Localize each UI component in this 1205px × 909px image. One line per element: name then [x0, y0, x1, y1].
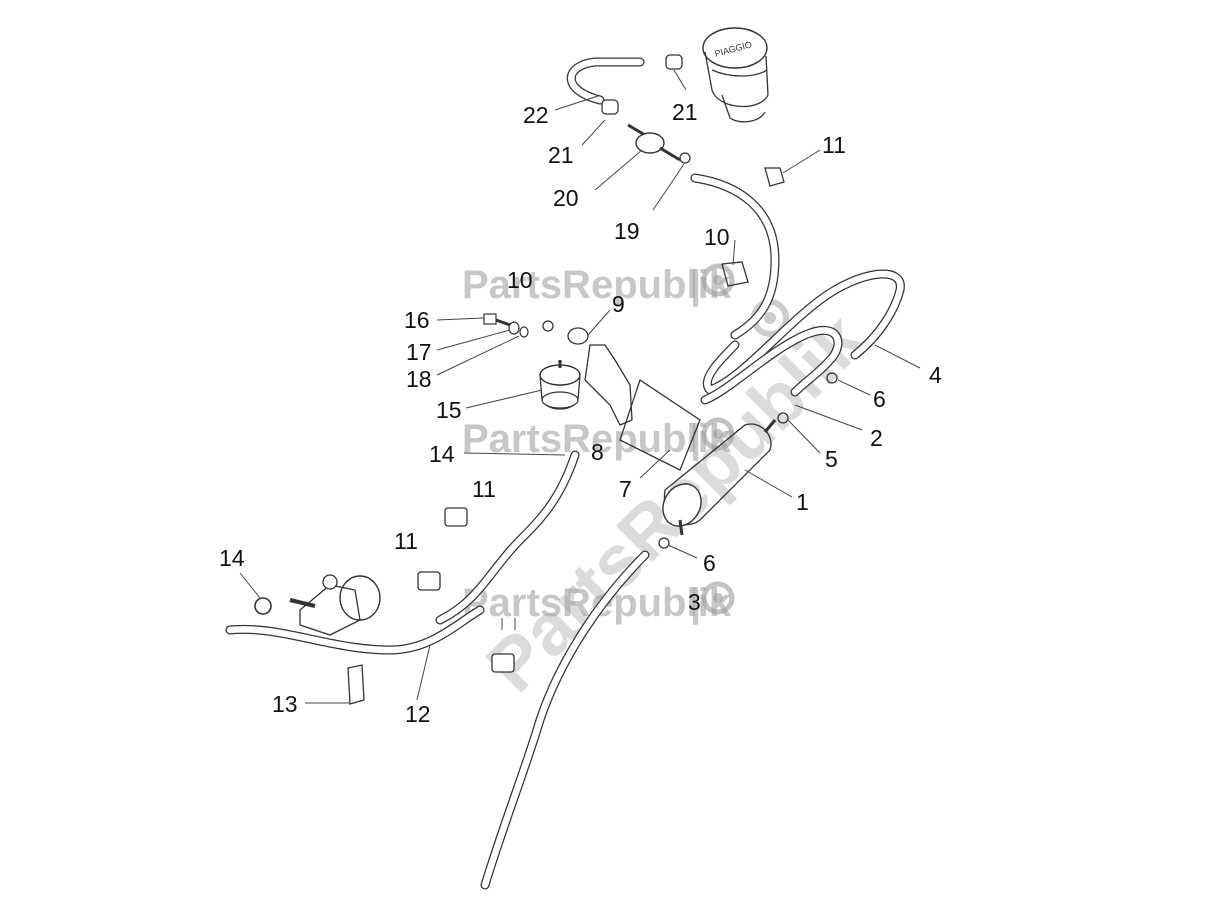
watermark-top-text: PartsRepublik [462, 263, 732, 307]
clip-5 [777, 412, 789, 424]
clamp-21-left [601, 99, 619, 115]
callout-11-low: 11 [394, 528, 418, 554]
watermark-top: PartsRepublik | [462, 263, 735, 307]
clip-14-left [254, 597, 272, 615]
fuel-tap-body [289, 574, 381, 636]
callout-6-low: 6 [703, 550, 716, 576]
bolt-16 [483, 313, 511, 327]
clip-19 [679, 152, 691, 164]
clip-11-mid [444, 507, 468, 527]
callout-10-mid: 10 [507, 267, 533, 293]
clip-11-top [764, 167, 785, 187]
clip-11-low [417, 571, 441, 591]
clip-10 [721, 261, 749, 287]
callout-11-mid: 11 [472, 476, 496, 502]
callout-12: 12 [405, 701, 431, 727]
hose-3 [480, 550, 650, 890]
hose-12 [225, 605, 485, 655]
vent-valve-20 [627, 123, 681, 162]
clip-10-small [542, 320, 554, 332]
callout-7: 7 [619, 476, 632, 502]
fuel-filter-1 [662, 419, 777, 536]
callout-8: 8 [591, 439, 604, 465]
callout-17: 17 [406, 339, 432, 365]
callout-22: 22 [523, 102, 549, 128]
hose-2 [700, 325, 843, 405]
callout-14-left: 14 [219, 545, 245, 571]
callout-15: 15 [436, 397, 462, 423]
hose-upper-vent [690, 173, 780, 340]
valve-15 [539, 360, 581, 410]
watermark-bottom-separator: | [690, 581, 701, 625]
callout-9: 9 [612, 291, 625, 317]
watermark-top-separator: | [690, 263, 701, 307]
callout-16: 16 [404, 307, 430, 333]
callout-19: 19 [614, 218, 640, 244]
callout-21-right: 21 [672, 99, 698, 125]
callout-18: 18 [406, 366, 432, 392]
callout-3: 3 [688, 589, 701, 615]
callout-14-mid: 14 [429, 441, 455, 467]
fuel-filler-cap: PIAGGIO [702, 27, 769, 123]
callout-10-top: 10 [704, 224, 730, 250]
watermark-middle-separator: | [690, 417, 701, 461]
clamp-21-top [665, 54, 683, 70]
washer-17 [508, 321, 520, 335]
hose-14 [435, 450, 580, 625]
callout-labels: 22 21 21 11 20 19 10 10 9 16 17 18 4 6 1… [219, 99, 942, 727]
gear-icon [701, 581, 735, 615]
bracket-8 [584, 344, 633, 426]
leader-lines [239, 69, 921, 704]
callout-2: 2 [870, 425, 883, 451]
hose-4 [703, 269, 905, 395]
callout-11-top: 11 [822, 132, 846, 158]
callout-21-left: 21 [548, 142, 574, 168]
clip-6-right [826, 372, 838, 384]
callout-20: 20 [553, 185, 579, 211]
clip-6-low [658, 537, 670, 549]
gear-icon [701, 417, 735, 451]
washer-18 [519, 326, 529, 338]
callout-13: 13 [272, 691, 298, 717]
bracket-13 [347, 664, 365, 705]
clip-10-bottom [491, 653, 515, 673]
callout-1: 1 [796, 489, 809, 515]
carbon-canister-7 [619, 378, 701, 471]
callout-5: 5 [825, 446, 838, 472]
gear-icon [701, 263, 735, 297]
hose-22 [566, 57, 645, 105]
callout-4: 4 [929, 362, 942, 388]
callout-6-right: 6 [873, 386, 886, 412]
clamp-9 [567, 327, 589, 345]
